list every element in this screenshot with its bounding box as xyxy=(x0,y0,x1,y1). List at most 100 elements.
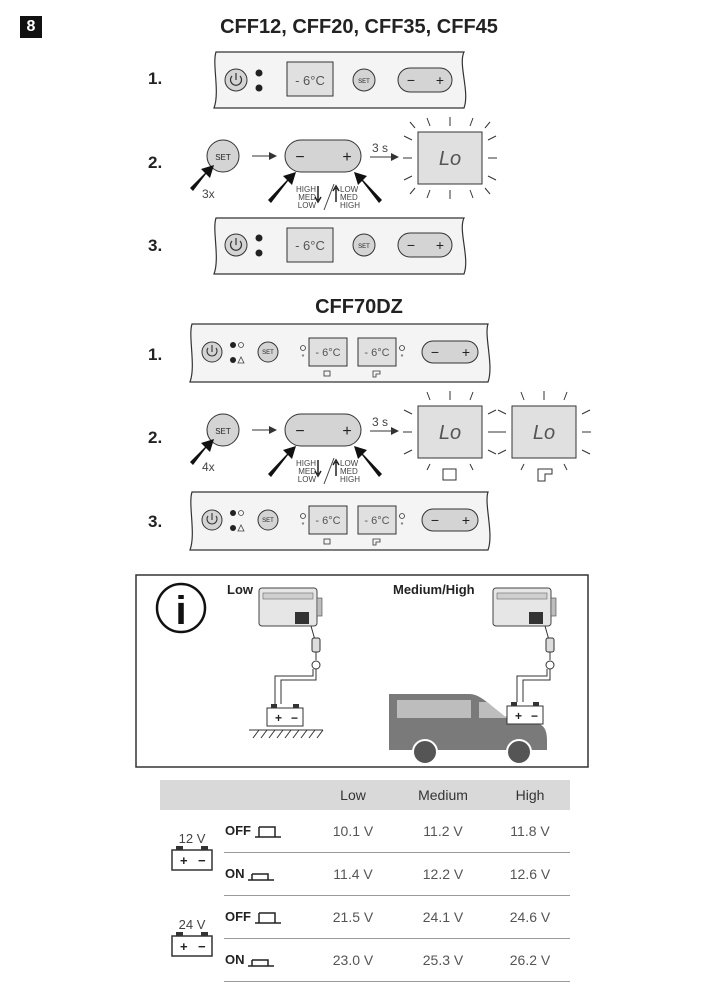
blinking-display-lo-right: Lo xyxy=(497,391,591,482)
led-indicator xyxy=(230,342,236,348)
header-high: High xyxy=(490,780,570,810)
set-button[interactable] xyxy=(206,413,240,447)
set-button[interactable] xyxy=(257,509,279,531)
plus-label: + xyxy=(462,512,470,528)
value-medium: 11.2 V xyxy=(396,810,490,853)
lid-open-icon xyxy=(254,912,281,924)
battery-voltage: 24 V xyxy=(178,916,206,932)
compartment-icon xyxy=(323,538,331,545)
cooler-box-icon xyxy=(492,587,557,627)
s1-control-panel-3: - 6°C SET − + xyxy=(213,217,467,275)
arrow-label-left-1: MED xyxy=(298,467,316,476)
set-button[interactable] xyxy=(206,139,240,173)
svg-text:−: − xyxy=(291,711,298,725)
svg-text:+: + xyxy=(275,711,282,725)
s1-step-2: 2. xyxy=(148,153,163,172)
led-indicator xyxy=(255,234,263,242)
set-button[interactable] xyxy=(257,341,279,363)
temp-display-right xyxy=(357,337,397,367)
ground-icon xyxy=(249,729,324,739)
set-button[interactable] xyxy=(352,68,376,92)
cooler-box-icon xyxy=(258,587,323,627)
warning-icon xyxy=(237,356,245,364)
press-count: 3x xyxy=(202,187,215,201)
section1-title: CFF12, CFF20, CFF35, CFF45 xyxy=(220,16,498,38)
value-low: 10.1 V xyxy=(310,810,396,853)
lid-open-icon xyxy=(254,826,281,838)
info-icon xyxy=(155,582,207,634)
battery-icon: + − xyxy=(266,704,304,727)
compartment-icon xyxy=(442,468,457,481)
minus-plus-button[interactable] xyxy=(397,232,453,258)
divider-slash xyxy=(323,457,335,485)
minus-label: − xyxy=(407,72,415,88)
info-glyph: i xyxy=(175,589,186,633)
press-count: 4x xyxy=(202,460,215,474)
arrow-label-left-0: HIGH xyxy=(296,185,316,194)
header-cell xyxy=(224,780,310,810)
down-arrow-icon xyxy=(314,186,322,204)
delay-label: 3 s xyxy=(372,415,388,429)
temp-display-left xyxy=(308,337,348,367)
display-temp: - 6°C xyxy=(315,515,340,527)
set-button[interactable] xyxy=(352,233,376,257)
battery-voltage: 12 V xyxy=(178,830,206,846)
blink-rays-icon xyxy=(403,391,497,471)
minus-plus-button[interactable] xyxy=(421,508,479,532)
section2-title: CFF70DZ xyxy=(315,296,403,318)
battery-cell: 24 V + − xyxy=(160,896,224,982)
battery-icon: + − xyxy=(171,845,213,871)
power-icon xyxy=(229,240,243,251)
arrow-label-right-2: HIGH xyxy=(340,201,360,210)
snowflake-icon: * xyxy=(401,522,404,529)
lid-closed-icon xyxy=(248,959,275,967)
table-row: 12 V + − OFF 10.1 V 11.2 V 11.8 V xyxy=(160,810,570,871)
set-label: SET xyxy=(215,427,231,436)
value-high: 12.6 V xyxy=(490,852,570,896)
compartment-icon xyxy=(537,468,553,482)
minus-plus-button[interactable] xyxy=(284,139,362,173)
divider-slash xyxy=(323,183,335,211)
minus-plus-button[interactable] xyxy=(421,340,479,364)
minus-label: − xyxy=(407,237,415,253)
battery-icon: + − xyxy=(171,931,213,957)
blinking-display-lo: Lo xyxy=(403,117,497,199)
led-indicator xyxy=(255,69,263,77)
arrow-label-right-2: HIGH xyxy=(340,475,360,484)
arrow-label-right-1: MED xyxy=(340,193,358,202)
warning-icon xyxy=(237,524,245,532)
value-medium: 24.1 V xyxy=(396,895,490,939)
value-high: 11.8 V xyxy=(490,810,570,853)
led-indicator xyxy=(255,84,263,92)
display-lo: Lo xyxy=(439,422,461,444)
s1-step-1: 1. xyxy=(148,69,163,88)
lid-closed-icon xyxy=(248,873,275,881)
minus-plus-button[interactable] xyxy=(284,413,362,447)
press-arrow-icon xyxy=(268,172,296,203)
battery-icon: + − xyxy=(506,702,544,725)
display-temp: - 6°C xyxy=(315,347,340,359)
plug-icon xyxy=(516,625,555,702)
svg-text:+: + xyxy=(180,939,188,954)
display-temp: - 6°C xyxy=(295,238,325,253)
led-indicator xyxy=(230,525,236,531)
snowflake-icon: * xyxy=(302,354,305,361)
arrow-label-right-1: MED xyxy=(340,467,358,476)
temp-display-left xyxy=(308,505,348,535)
led-indicator xyxy=(230,510,236,516)
table-header-row: Low Medium High xyxy=(160,780,570,810)
temp-display xyxy=(286,227,334,263)
compartment-icon xyxy=(372,370,381,378)
plus-label: + xyxy=(436,237,444,253)
s1-control-panel-1: - 6°C SET − + xyxy=(213,51,467,109)
s2-control-panel-1: SET * - 6°C - 6°C * − + xyxy=(189,323,491,383)
minus-plus-button[interactable] xyxy=(397,67,453,93)
table-row: 24 V + − OFF 21.5 V 24.1 V 24.6 V xyxy=(160,895,570,957)
delay-label: 3 s xyxy=(372,141,388,155)
s2-control-panel-3: SET * - 6°C - 6°C * − + xyxy=(189,491,491,551)
plus-label: + xyxy=(462,344,470,360)
press-arrow-icon xyxy=(190,165,214,191)
display-lo: Lo xyxy=(439,148,461,170)
state-cell: ON xyxy=(224,852,310,896)
temp-display-right xyxy=(357,505,397,535)
